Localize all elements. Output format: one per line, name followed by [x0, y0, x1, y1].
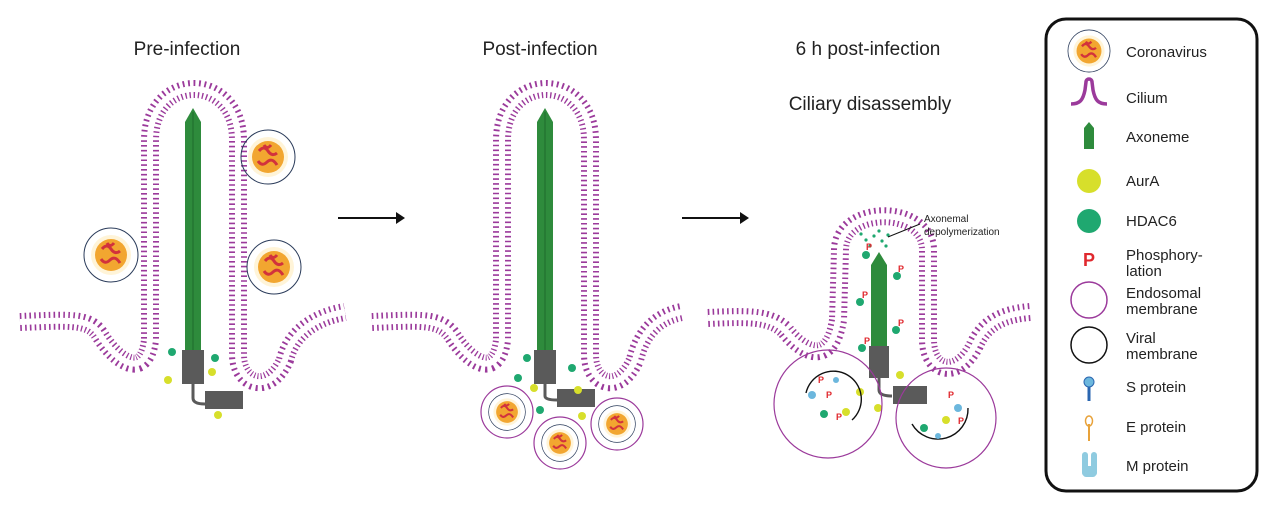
aura-dot [874, 404, 882, 412]
viral-membrane-icon [1070, 326, 1108, 364]
endosome [533, 416, 587, 470]
coronavirus [597, 404, 637, 444]
endosome [590, 397, 644, 451]
aura-dot [578, 412, 586, 420]
coronavirus [245, 238, 303, 296]
hdac6-dot [893, 272, 901, 280]
panel-6h-post-infection: 6 h post-infection Ciliary disassembly A… [707, 39, 1031, 469]
phosphorylation-marker: P [948, 390, 954, 400]
legend-label: S protein [1126, 379, 1186, 396]
endosome [480, 385, 534, 439]
aura-dot [574, 386, 582, 394]
arrow-head [740, 212, 749, 224]
phosphorylation-marker: P [866, 242, 872, 252]
hdac6-dot [536, 406, 544, 414]
legend-label: AurA [1126, 173, 1159, 190]
coronavirus-icon [1066, 28, 1112, 74]
phosphorylation-marker: P [818, 375, 824, 385]
hdac6-dot [862, 251, 870, 259]
legend-label: Coronavirus [1126, 44, 1207, 61]
endosome-with-viral-membrane [773, 349, 883, 459]
hdac6-dot [858, 344, 866, 352]
panel-post-infection: Post-infection [371, 39, 685, 470]
aura-dot [164, 376, 172, 384]
aura-dot [530, 384, 538, 392]
annotation-pointer [887, 223, 921, 238]
panel-title: Pre-infection [134, 39, 241, 60]
legend-label: lation [1126, 263, 1162, 280]
cilium-membrane [371, 80, 685, 391]
depolymerized-fragments [859, 229, 890, 248]
axoneme-icon [1084, 122, 1094, 149]
aura-dot [208, 368, 216, 376]
panel-pre-infection: Pre-infection [19, 39, 347, 419]
cilium-icon [1070, 77, 1108, 106]
legend-box [1044, 17, 1259, 493]
hdac6-dot [514, 374, 522, 382]
hdac6-dot [568, 364, 576, 372]
phosphorylation-marker: P [864, 336, 870, 346]
phosphorylation-marker: P [898, 264, 904, 274]
legend-label: membrane [1126, 301, 1198, 318]
legend-label: Phosphory- [1126, 247, 1203, 264]
axoneme [537, 108, 553, 352]
legend-label: HDAC6 [1126, 213, 1177, 230]
s-protein-icon [1083, 376, 1095, 401]
phosphorylation-marker: P [862, 290, 868, 300]
phosphorylation-marker: P [898, 318, 904, 328]
e-protein-icon [1084, 415, 1094, 441]
basal-body [182, 350, 243, 409]
phosphorylation-marker: P [958, 416, 964, 426]
panel-title: 6 h post-infection [796, 39, 941, 60]
cilium-membrane [707, 207, 1031, 377]
legend-label: membrane [1126, 346, 1198, 363]
hdac6-dot [892, 326, 900, 334]
panel-title: Post-infection [482, 39, 597, 60]
axoneme [871, 252, 887, 348]
phosphorylation-marker: P [836, 412, 842, 422]
legend-label: Cilium [1126, 90, 1168, 107]
coronavirus [82, 226, 140, 284]
arrow-head [396, 212, 405, 224]
endosomal-membrane-icon [1070, 281, 1108, 319]
endosome-with-viral-membrane [895, 367, 997, 469]
hdac6-dot [856, 298, 864, 306]
hdac6-dot [523, 354, 531, 362]
annotation-label: depolymerization [924, 227, 1000, 238]
annotation-label: Axonemal [924, 214, 968, 225]
aura-dot [896, 371, 904, 379]
coronavirus [239, 128, 297, 186]
legend-label: Axoneme [1126, 129, 1189, 146]
aura-icon [1077, 169, 1101, 193]
phosphorylation-marker: P [826, 390, 832, 400]
coronavirus [540, 423, 580, 463]
axoneme [185, 108, 201, 352]
basal-body [534, 350, 595, 407]
legend-label: Endosomal [1126, 285, 1201, 302]
aura-dot [214, 411, 222, 419]
legend-label: E protein [1126, 419, 1186, 436]
hdac6-dot [168, 348, 176, 356]
coronavirus [487, 392, 527, 432]
panel-subtitle: Ciliary disassembly [789, 94, 952, 115]
phosphorylation-icon: P [1083, 250, 1095, 270]
legend-label: M protein [1126, 458, 1189, 475]
legend-label: Viral [1126, 330, 1156, 347]
hdac6-dot [211, 354, 219, 362]
hdac6-icon [1077, 209, 1101, 233]
cilium-membrane [19, 80, 347, 392]
m-protein-icon [1082, 452, 1097, 477]
